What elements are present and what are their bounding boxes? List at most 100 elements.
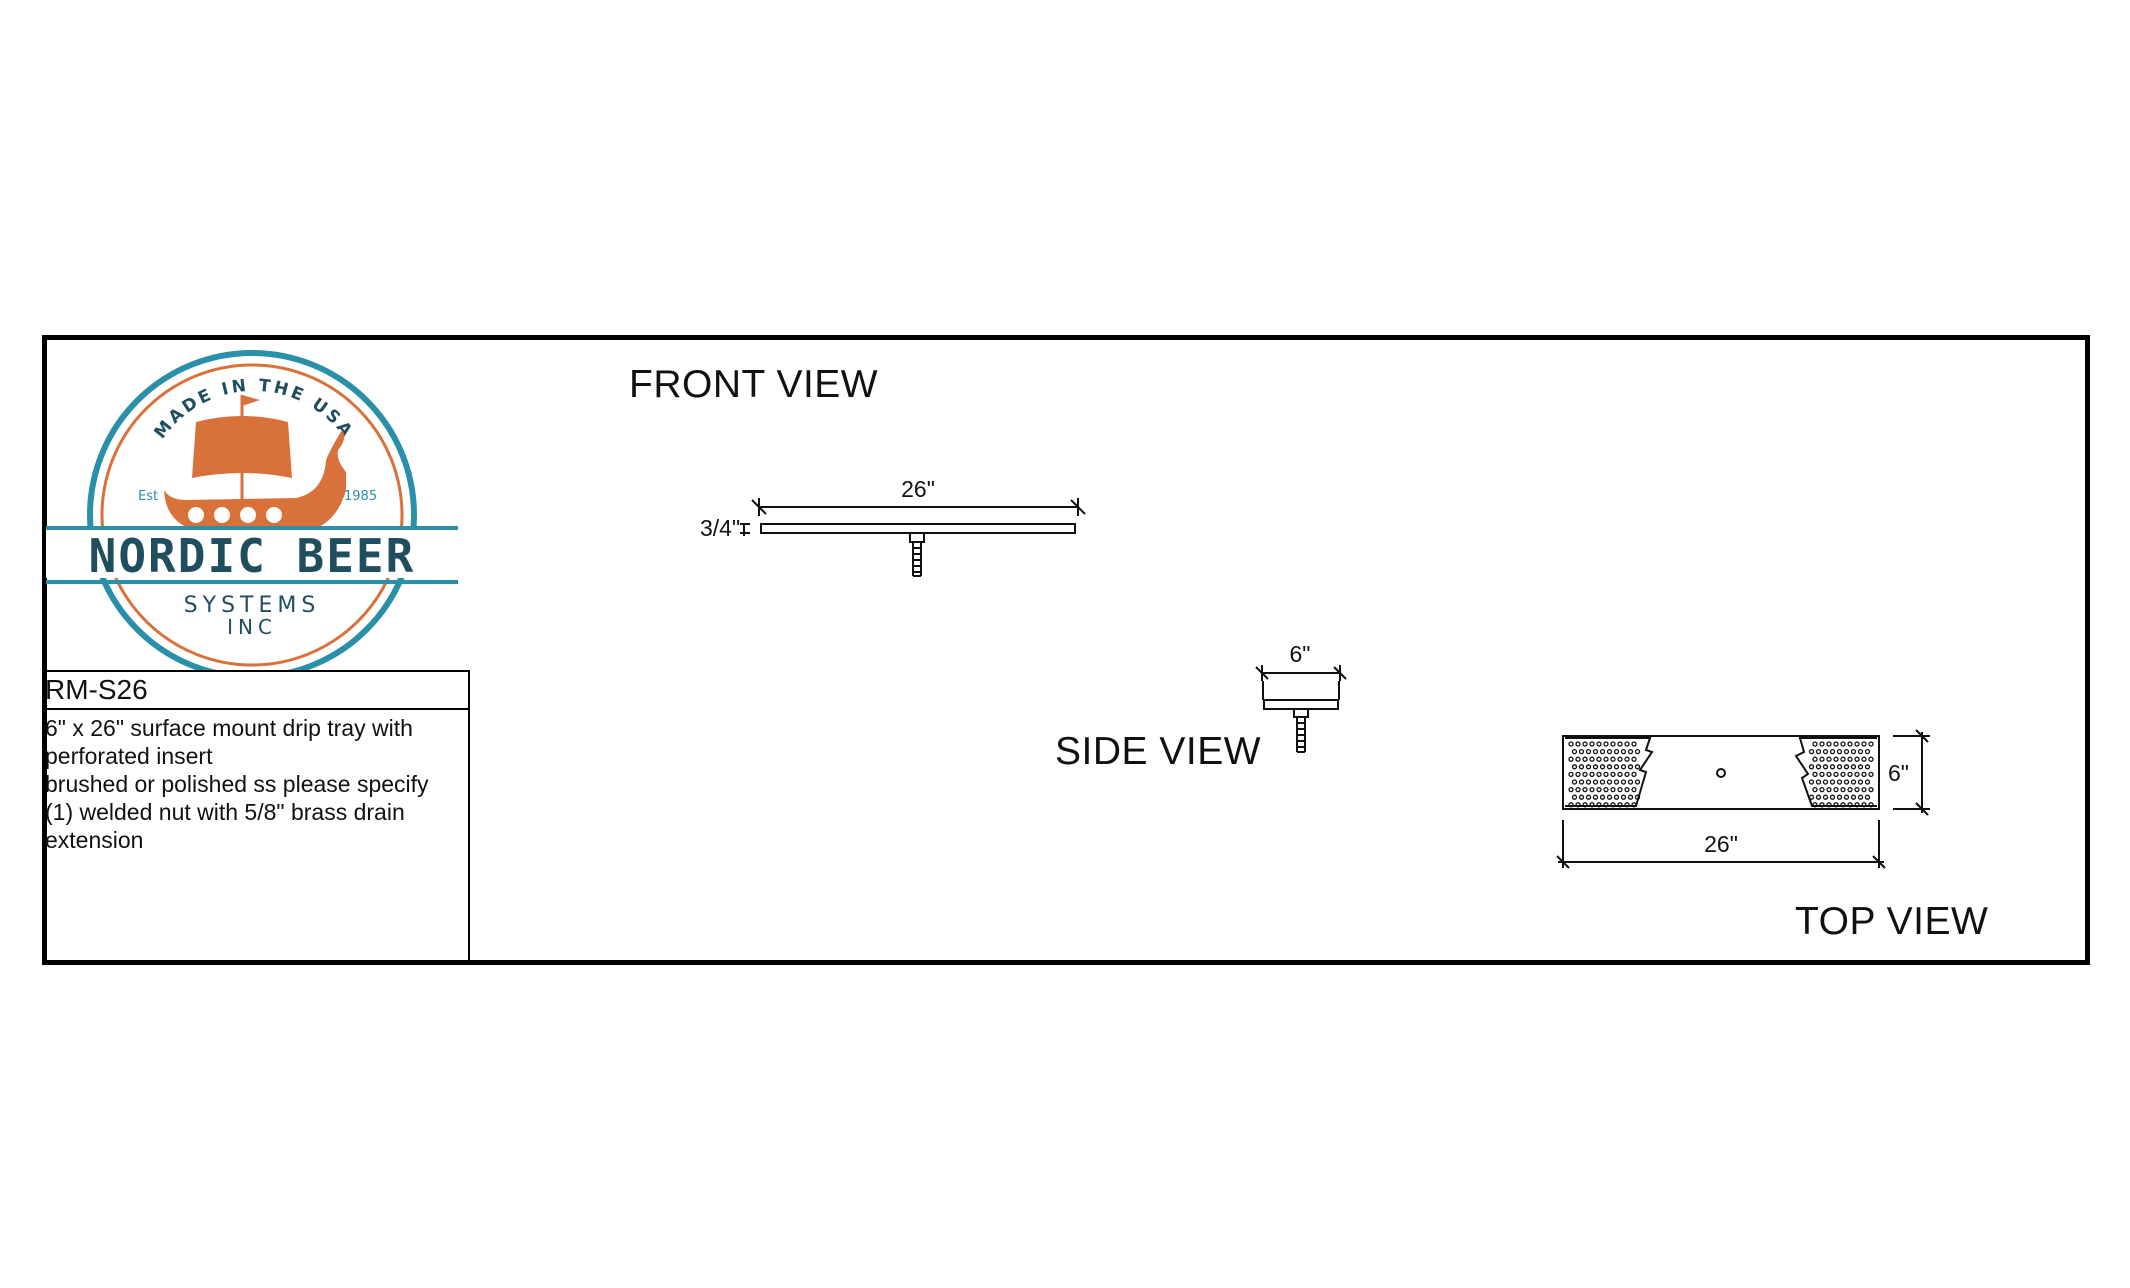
- perforation-hole: [1582, 802, 1588, 808]
- perforation-hole: [1812, 741, 1818, 747]
- perforation-hole: [1854, 741, 1860, 747]
- perforation-hole: [1585, 794, 1592, 800]
- perforation-hole: [1613, 764, 1620, 770]
- perforation-hole: [1582, 786, 1588, 793]
- perforation-hole: [1610, 756, 1616, 762]
- perforation-hole: [1582, 741, 1588, 747]
- perforation-hole: [1864, 748, 1871, 755]
- perforation-hole: [1826, 756, 1832, 762]
- side-view-drawing: [1255, 665, 1347, 753]
- top-view-drawing: [1556, 729, 1930, 869]
- perforation-hole: [1620, 764, 1627, 770]
- logo-inc: INC: [227, 615, 277, 639]
- perforation-hole: [1610, 786, 1616, 793]
- perforation-hole: [1868, 802, 1874, 808]
- perforation-hole: [1850, 748, 1857, 755]
- perforation-hole: [1603, 802, 1609, 808]
- perforation-hole: [1589, 786, 1595, 793]
- perforation-hole: [1812, 802, 1818, 808]
- perforation-hole: [1812, 756, 1818, 762]
- perforation-hole: [1857, 764, 1864, 770]
- perforation-hole: [1613, 779, 1620, 785]
- perforation-hole: [1592, 764, 1599, 770]
- perforation-hole: [1624, 786, 1630, 793]
- viking-ship-icon: [164, 395, 346, 532]
- perforation-hole: [1864, 779, 1871, 785]
- perforation-hole: [1840, 756, 1846, 762]
- perforation-hole: [1582, 771, 1588, 778]
- perforation-hole: [1864, 794, 1871, 800]
- perforation-hole: [1599, 764, 1606, 770]
- perforation-hole: [1589, 741, 1595, 747]
- part-number: RM-S26: [42, 672, 468, 710]
- perforation-hole: [1613, 794, 1620, 800]
- logo-systems: SYSTEMS: [184, 593, 321, 618]
- perforation-hole: [1599, 779, 1606, 785]
- perforation-hole: [1822, 794, 1829, 800]
- perforation-hole: [1840, 786, 1846, 793]
- perforation-hole: [1861, 771, 1867, 778]
- perforation-hole: [1596, 756, 1602, 762]
- perforation-hole: [1596, 786, 1602, 793]
- perforation-hole: [1575, 802, 1581, 808]
- perforation-hole: [1624, 741, 1630, 747]
- perforation-hole: [1617, 786, 1623, 793]
- perforation-hole: [1575, 756, 1581, 762]
- perforation-hole: [1613, 748, 1620, 755]
- perforation-hole: [1808, 794, 1815, 800]
- perforation-hole: [1815, 764, 1822, 770]
- perforation-hole: [1634, 764, 1641, 770]
- perforation-hole: [1857, 779, 1864, 785]
- perforation-hole: [1617, 741, 1623, 747]
- perforation-hole: [1847, 756, 1853, 762]
- perforation-hole: [1808, 748, 1815, 755]
- perforation-hole: [1571, 764, 1578, 770]
- perforation-hole: [1826, 786, 1832, 793]
- perforation-hole: [1585, 779, 1592, 785]
- perforation-hole: [1620, 794, 1627, 800]
- perforation-hole: [1833, 771, 1839, 778]
- perforation-hole: [1815, 748, 1822, 755]
- perforation-hole: [1868, 771, 1874, 778]
- perforation-hole: [1610, 741, 1616, 747]
- perforation-hole: [1592, 748, 1599, 755]
- description-line: perforated insert: [45, 743, 213, 769]
- perforation-hole: [1568, 741, 1574, 747]
- perforation-hole: [1617, 802, 1623, 808]
- perforation-holes: [1568, 741, 1874, 808]
- perforation-hole: [1843, 779, 1850, 785]
- perforation-hole: [1847, 786, 1853, 793]
- perforation-hole: [1627, 779, 1634, 785]
- perforation-hole: [1627, 764, 1634, 770]
- perforation-hole: [1868, 786, 1874, 793]
- title-block: RM-S26 6" x 26" surface mount drip tray …: [42, 670, 470, 965]
- perforation-hole: [1589, 756, 1595, 762]
- perforation-hole: [1822, 748, 1829, 755]
- perforation-hole: [1861, 786, 1867, 793]
- drawing-sheet-border: [42, 335, 2090, 965]
- perforation-hole: [1815, 794, 1822, 800]
- perforation-hole: [1826, 802, 1832, 808]
- description-line: (1) welded nut with 5/8" brass drain: [45, 799, 405, 825]
- perforation-hole: [1631, 802, 1637, 808]
- front-length-dim: 26": [901, 476, 935, 502]
- perforation-hole: [1847, 771, 1853, 778]
- perforation-hole: [1829, 779, 1836, 785]
- perforation-hole: [1606, 748, 1613, 755]
- perforation-hole: [1826, 771, 1832, 778]
- perforation-hole: [1833, 756, 1839, 762]
- perforation-hole: [1610, 802, 1616, 808]
- logo-brand: NORDIC BEER: [89, 529, 416, 583]
- perforation-hole: [1857, 794, 1864, 800]
- perforation-hole: [1843, 794, 1850, 800]
- perforation-hole: [1603, 756, 1609, 762]
- perforation-hole: [1603, 786, 1609, 793]
- perforation-hole: [1836, 794, 1843, 800]
- perforation-hole: [1596, 741, 1602, 747]
- perforation-hole: [1847, 802, 1853, 808]
- perforation-hole: [1819, 741, 1825, 747]
- perforation-hole: [1571, 794, 1578, 800]
- perforation-hole: [1843, 748, 1850, 755]
- perforation-hole: [1836, 748, 1843, 755]
- perforation-hole: [1592, 779, 1599, 785]
